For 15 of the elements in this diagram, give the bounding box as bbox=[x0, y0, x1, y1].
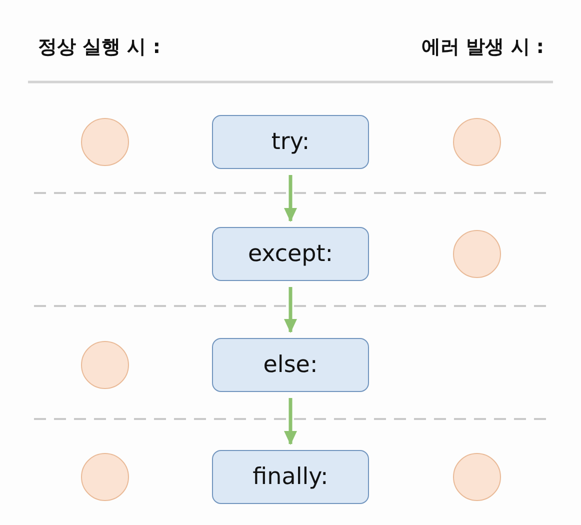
process-box: except: bbox=[212, 227, 369, 281]
circle-marker bbox=[453, 118, 501, 166]
circle-marker bbox=[81, 118, 129, 166]
column-heading: 에러 발생 시 : bbox=[422, 35, 544, 59]
arrow bbox=[284, 287, 297, 333]
process-box: finally: bbox=[212, 450, 369, 504]
column-heading: 정상 실행 시 : bbox=[38, 35, 160, 59]
circle-marker bbox=[81, 341, 129, 389]
circle-marker bbox=[453, 230, 501, 278]
process-box: else: bbox=[212, 338, 369, 392]
circle-marker bbox=[453, 453, 501, 501]
circle-marker bbox=[81, 453, 129, 501]
arrow bbox=[284, 398, 297, 445]
arrow bbox=[284, 175, 297, 222]
process-box: try: bbox=[212, 115, 369, 169]
